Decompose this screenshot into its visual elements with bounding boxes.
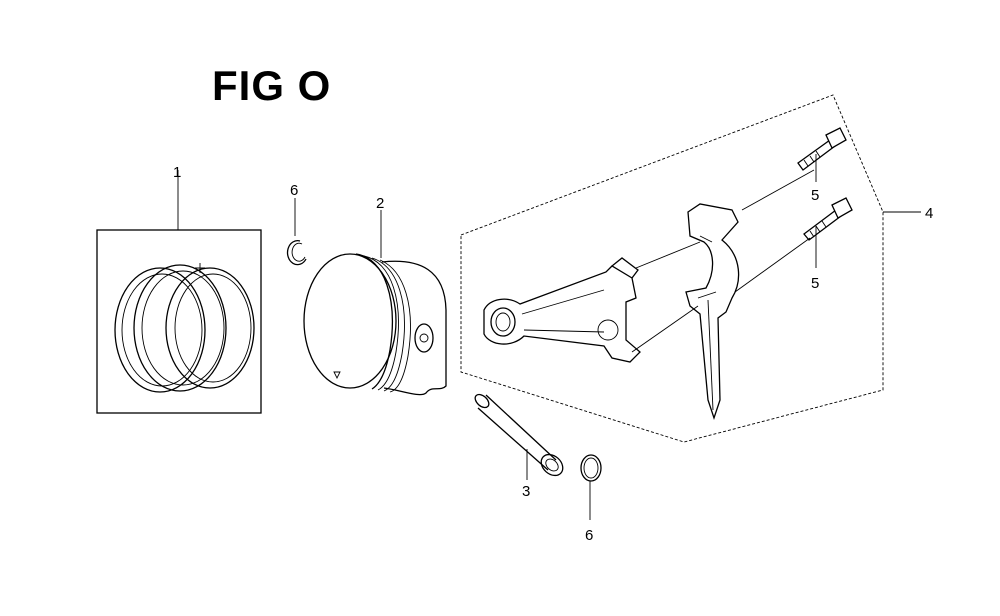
rod-bolt-lower — [803, 197, 853, 241]
callout-1: 1 — [173, 164, 181, 181]
piston-ring-set — [96, 229, 262, 414]
callout-5-upper: 5 — [811, 187, 819, 204]
callout-5-lower: 5 — [811, 275, 819, 292]
figure-title: FIG O — [212, 62, 332, 109]
callout-4: 4 — [925, 205, 933, 222]
callout-3: 3 — [522, 483, 530, 500]
callout-6-lower: 6 — [585, 527, 593, 544]
rod-bolt-upper — [797, 127, 847, 171]
ring-set-frame — [96, 229, 262, 414]
piston-pin-clip-lower — [580, 454, 602, 482]
rod-assembly-frame — [460, 94, 884, 443]
piston-pin — [474, 393, 564, 477]
piston-pin-clip-upper — [286, 239, 307, 266]
callout-6-upper: 6 — [290, 182, 298, 199]
piston — [303, 253, 447, 396]
connecting-rod-assembly — [460, 94, 884, 443]
callout-2: 2 — [376, 195, 384, 212]
